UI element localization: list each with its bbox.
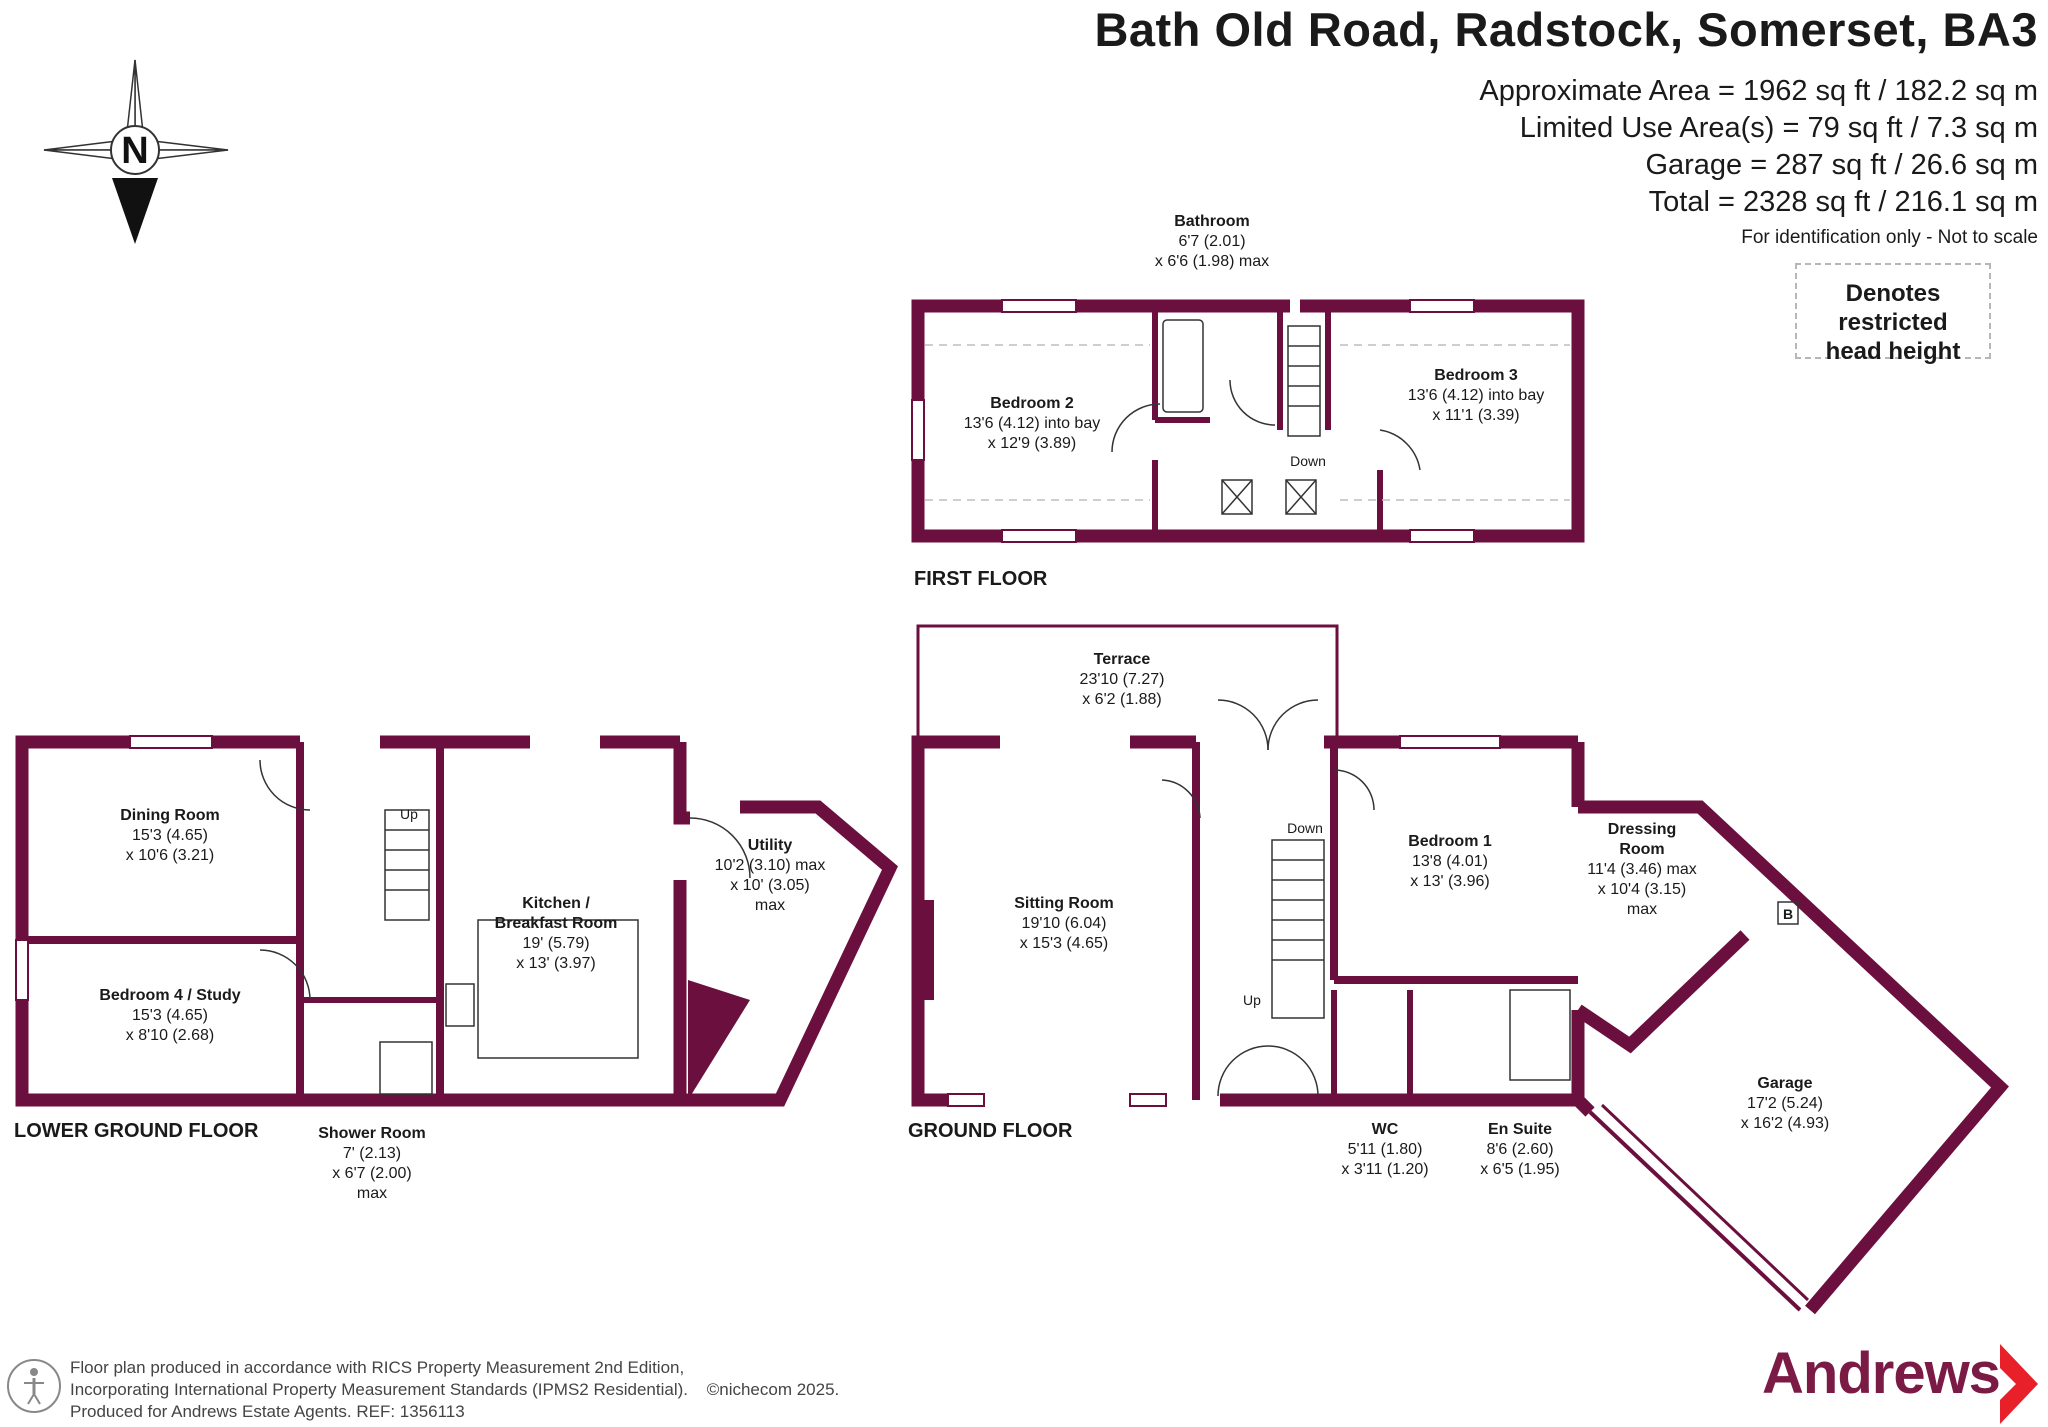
room-bedroom-4-study: Bedroom 4 / Study 15'3 (4.65) x 8'10 (2.… — [80, 986, 260, 1046]
garage-area: Garage = 287 sq ft / 26.6 sq m — [1645, 149, 2038, 181]
room-dimension: 11'4 (3.46) max — [1587, 861, 1697, 878]
room-name: En Suite — [1487, 1121, 1552, 1138]
footer-notes: Floor plan produced in accordance with R… — [70, 1357, 839, 1423]
room-name: Bedroom 2 — [990, 395, 1074, 412]
room-garage: Garage 17'2 (5.24) x 16'2 (4.93) — [1705, 1074, 1865, 1134]
room-name: Bathroom — [1174, 213, 1250, 230]
room-dimension: x 6'7 (2.00) — [332, 1165, 412, 1182]
room-dimension: x 13' (3.97) — [516, 955, 596, 972]
room-terrace: Terrace 23'10 (7.27) x 6'2 (1.88) — [1042, 650, 1202, 710]
limited-use-area: Limited Use Area(s) = 79 sq ft / 7.3 sq … — [1519, 112, 2038, 144]
room-dimension: 5'11 (1.80) — [1347, 1141, 1423, 1158]
room-dimension: x 13' (3.96) — [1410, 873, 1490, 890]
room-name: Bedroom 1 — [1408, 833, 1492, 850]
room-name: WC — [1371, 1121, 1399, 1138]
room-dimension: x 16'2 (4.93) — [1740, 1115, 1830, 1132]
restricted-height-legend: Denotes restricted head height — [1795, 263, 1991, 365]
compass-icon: N — [43, 59, 229, 244]
room-dressing-room: Dressing Room 11'4 (3.46) max x 10'4 (3.… — [1568, 820, 1716, 920]
room-name: Breakfast Room — [494, 915, 618, 932]
room-sitting-room: Sitting Room 19'10 (6.04) x 15'3 (4.65) — [984, 894, 1144, 954]
accessibility-icon — [7, 1359, 61, 1413]
room-dining-room: Dining Room 15'3 (4.65) x 10'6 (3.21) — [90, 806, 250, 866]
footer-line-1: Floor plan produced in accordance with R… — [70, 1358, 685, 1377]
room-dimension: x 10' (3.05) — [730, 877, 810, 894]
room-shower-room: Shower Room 7' (2.13) x 6'7 (2.00) max — [302, 1124, 442, 1204]
footer-line-3: Produced for Andrews Estate Agents. REF:… — [70, 1402, 465, 1421]
stairs-down-first: Down — [1290, 453, 1326, 469]
room-dimension: x 15'3 (4.65) — [1019, 935, 1109, 952]
boiler-marker: B — [1782, 906, 1794, 922]
svg-text:N: N — [121, 130, 148, 172]
room-dimension: x 10'4 (3.15) — [1597, 881, 1687, 898]
room-dimension: 13'8 (4.01) — [1412, 853, 1488, 870]
room-name: Sitting Room — [1014, 895, 1114, 912]
room-dimension: x 6'2 (1.88) — [1082, 691, 1162, 708]
room-kitchen-breakfast: Kitchen / Breakfast Room 19' (5.79) x 13… — [476, 894, 636, 974]
room-bedroom-3: Bedroom 3 13'6 (4.12) into bay x 11'1 (3… — [1394, 366, 1558, 426]
area-summary: Approximate Area = 1962 sq ft / 182.2 sq… — [1479, 73, 2038, 221]
room-en-suite: En Suite 8'6 (2.60) x 6'5 (1.95) — [1460, 1120, 1580, 1180]
room-dimension: max — [754, 897, 786, 914]
room-dimension: 10'2 (3.10) max — [714, 857, 826, 874]
room-dimension: x 6'5 (1.95) — [1480, 1161, 1560, 1178]
room-dimension: x 10'6 (3.21) — [125, 847, 215, 864]
floor-label-ground: GROUND FLOOR — [908, 1120, 1073, 1142]
stairs-up-ground: Up — [1243, 992, 1261, 1008]
approximate-area: Approximate Area = 1962 sq ft / 182.2 sq… — [1479, 75, 2038, 107]
room-name: Room — [1619, 841, 1665, 858]
room-dimension: x 6'6 (1.98) max — [1154, 253, 1270, 270]
room-dimension: max — [356, 1185, 388, 1202]
room-name: Dressing — [1607, 821, 1677, 838]
room-name: Shower Room — [318, 1125, 426, 1142]
floor-label-lower-ground: LOWER GROUND FLOOR — [14, 1120, 259, 1142]
room-name: Utility — [747, 837, 793, 854]
room-name: Terrace — [1093, 651, 1151, 668]
room-wc: WC 5'11 (1.80) x 3'11 (1.20) — [1320, 1120, 1450, 1180]
brand-chevron-icon — [2000, 1344, 2038, 1424]
room-name: Bedroom 3 — [1434, 367, 1518, 384]
room-dimension: 15'3 (4.65) — [132, 1007, 208, 1024]
room-dimension: x 3'11 (1.20) — [1341, 1161, 1429, 1178]
room-bedroom-2: Bedroom 2 13'6 (4.12) into bay x 12'9 (3… — [950, 394, 1114, 454]
room-dimension: 17'2 (5.24) — [1747, 1095, 1823, 1112]
room-dimension: 19'10 (6.04) — [1021, 915, 1107, 932]
room-dimension: 15'3 (4.65) — [132, 827, 208, 844]
room-dimension: x 8'10 (2.68) — [125, 1027, 215, 1044]
room-bedroom-1: Bedroom 1 13'8 (4.01) x 13' (3.96) — [1370, 832, 1530, 892]
footer-line-2-text: Incorporating International Property Mea… — [70, 1380, 688, 1399]
room-bathroom: Bathroom 6'7 (2.01) x 6'6 (1.98) max — [1132, 212, 1292, 272]
brand-logo: Andrews — [1762, 1341, 2001, 1406]
room-dimension: x 12'9 (3.89) — [987, 435, 1077, 452]
stairs-down-ground: Down — [1287, 820, 1323, 836]
room-dimension: 6'7 (2.01) — [1178, 233, 1246, 250]
property-address: Bath Old Road, Radstock, Somerset, BA3 — [1094, 3, 2038, 56]
room-dimension: 8'6 (2.60) — [1486, 1141, 1554, 1158]
footer-copyright: ©nichecom 2025. — [706, 1380, 840, 1399]
room-utility: Utility 10'2 (3.10) max x 10' (3.05) max — [700, 836, 840, 916]
footer-line-2: Incorporating International Property Mea… — [70, 1379, 839, 1401]
restricted-legend-line2: head height — [1825, 338, 1961, 365]
identification-note: For identification only - Not to scale — [1741, 227, 2038, 248]
room-name: Dining Room — [120, 807, 220, 824]
floor-label-first: FIRST FLOOR — [914, 568, 1048, 590]
room-dimension: 13'6 (4.12) into bay — [963, 415, 1101, 432]
room-name: Garage — [1757, 1075, 1813, 1092]
restricted-legend-line1: Denotes restricted — [1838, 280, 1948, 336]
room-name: Kitchen / — [522, 895, 590, 912]
room-dimension: 19' (5.79) — [522, 935, 590, 952]
room-name: Bedroom 4 / Study — [99, 987, 241, 1004]
room-dimension: 13'6 (4.12) into bay — [1407, 387, 1545, 404]
stairs-up-lower: Up — [400, 806, 418, 822]
room-dimension: 23'10 (7.27) — [1079, 671, 1165, 688]
room-dimension: x 11'1 (3.39) — [1432, 407, 1520, 424]
total-area: Total = 2328 sq ft / 216.1 sq m — [1648, 186, 2038, 218]
room-dimension: max — [1626, 901, 1658, 918]
room-dimension: 7' (2.13) — [342, 1145, 402, 1162]
